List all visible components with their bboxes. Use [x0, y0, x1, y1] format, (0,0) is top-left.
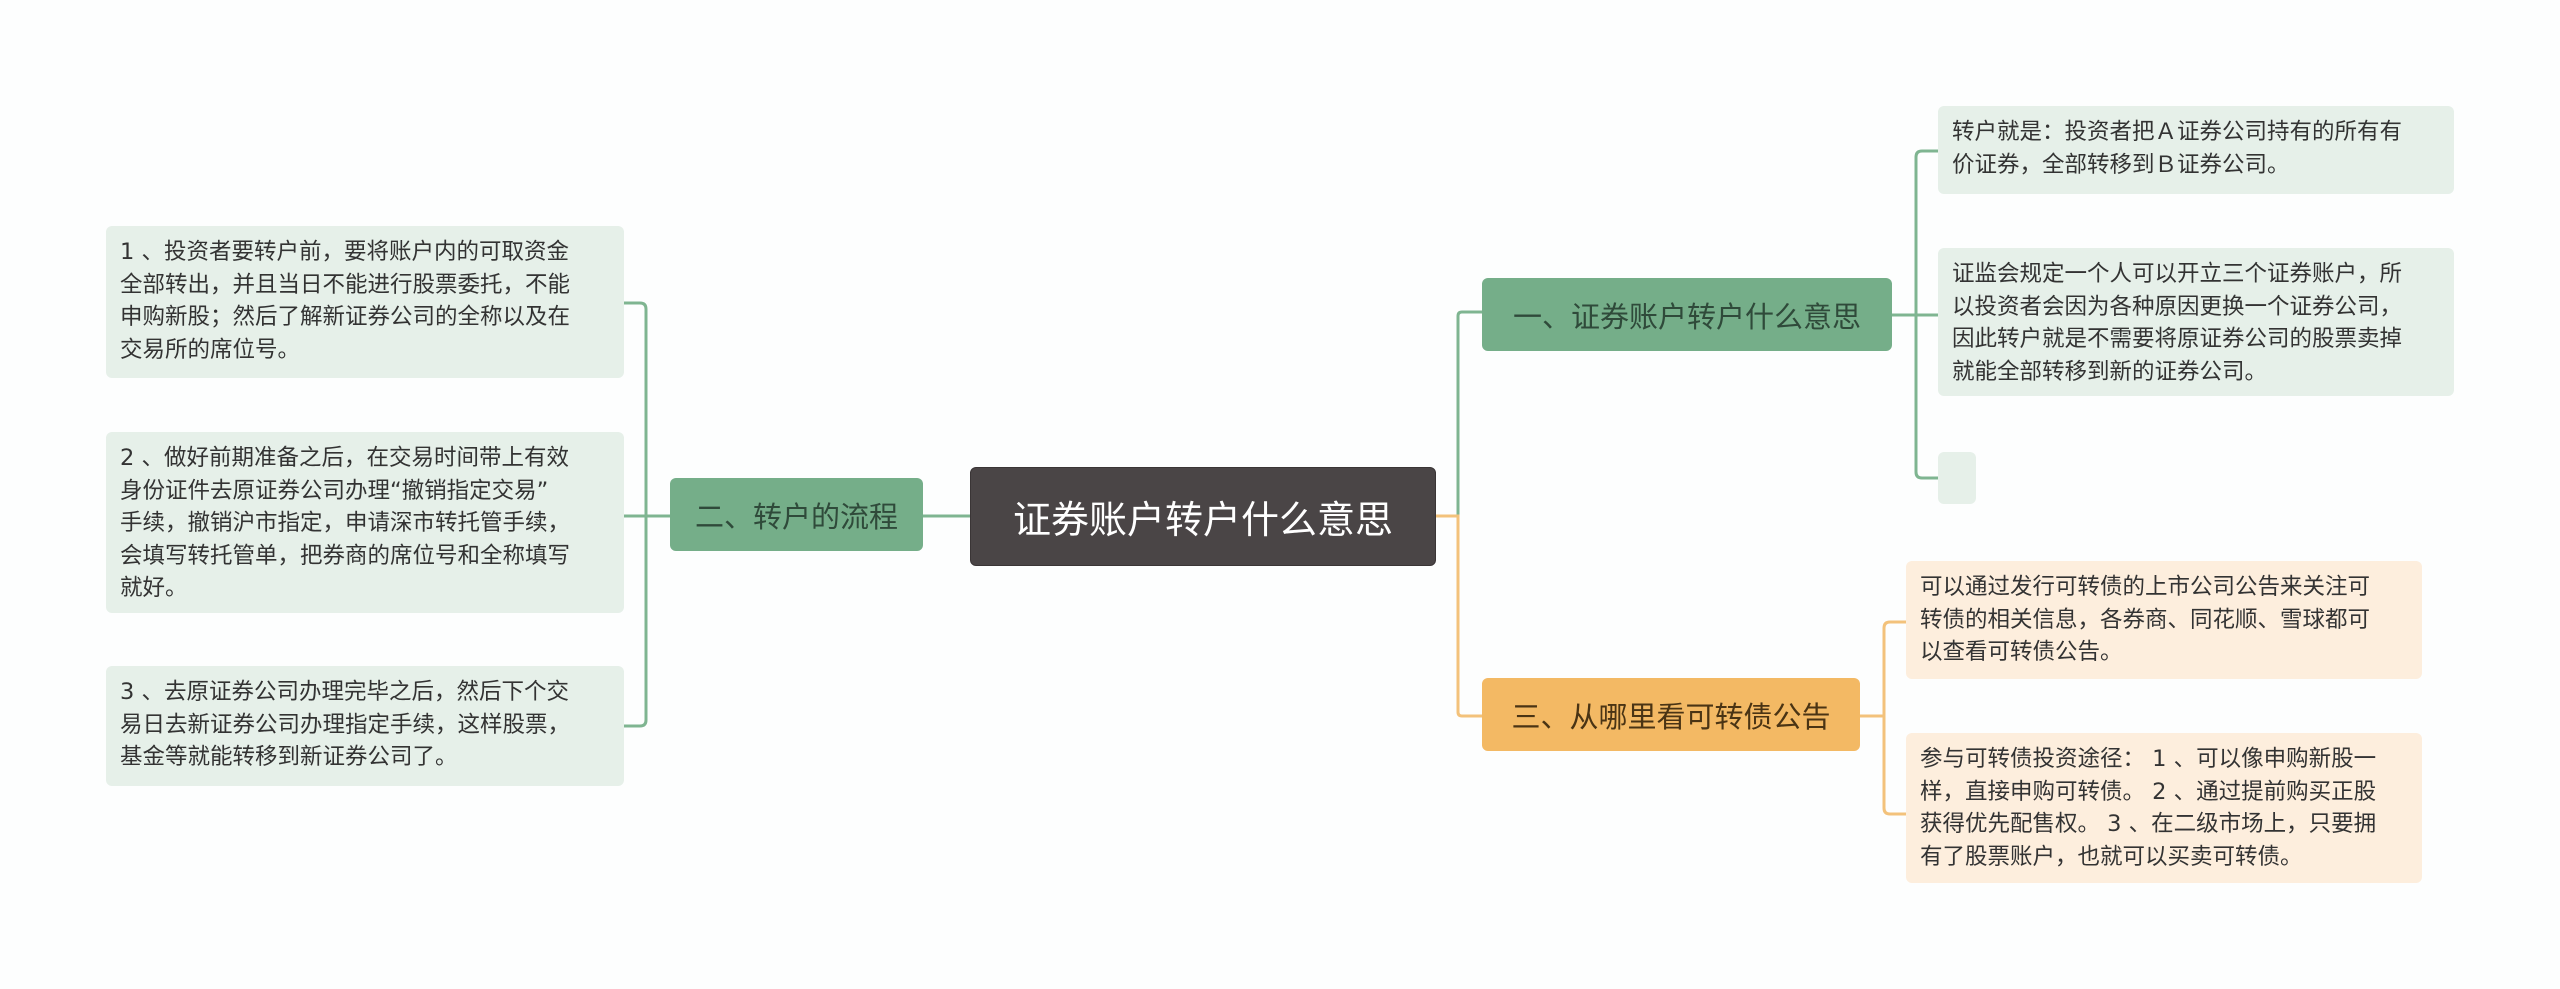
link-root-b1 — [1436, 310, 1482, 518]
link-b1-leaves — [1892, 149, 1938, 480]
leaf-b2-1[interactable]: 1 、投资者要转户前，要将账户内的可取资金 全部转出，并且当日不能进行股票委托，… — [106, 226, 624, 378]
leaf-b2-2[interactable]: 2 、做好前期准备之后，在交易时间带上有效 身份证件去原证券公司办理“撤销指定交… — [106, 432, 624, 613]
leaf-b1-2[interactable]: 证监会规定一个人可以开立三个证券账户，所 以投资者会因为各种原因更换一个证券公司… — [1938, 248, 2454, 396]
leaf-b1-3[interactable] — [1938, 452, 1976, 504]
link-root-b3 — [1436, 514, 1482, 718]
leaf-b3-2[interactable]: 参与可转债投资途径： 1 、可以像申购新股一 样，直接申购可转债。 2 、通过提… — [1906, 733, 2422, 883]
leaf-b3-1[interactable]: 可以通过发行可转债的上市公司公告来关注可 转债的相关信息，各券商、同花顺、雪球都… — [1906, 561, 2422, 679]
branch-topic-1[interactable]: 一、证券账户转户什么意思 — [1482, 278, 1892, 351]
link-b3-leaves — [1860, 620, 1906, 816]
branch-topic-2[interactable]: 二、转户的流程 — [670, 478, 923, 551]
root-topic[interactable]: 证券账户转户什么意思 — [970, 467, 1436, 566]
branch-topic-3[interactable]: 三、从哪里看可转债公告 — [1482, 678, 1860, 751]
link-b2-leaves — [624, 301, 670, 728]
leaf-b2-3[interactable]: 3 、去原证券公司办理完毕之后，然后下个交 易日去新证券公司办理指定手续，这样股… — [106, 666, 624, 786]
leaf-b1-1[interactable]: 转户就是：投资者把Ａ证券公司持有的所有有 价证券，全部转移到Ｂ证券公司。 — [1938, 106, 2454, 194]
